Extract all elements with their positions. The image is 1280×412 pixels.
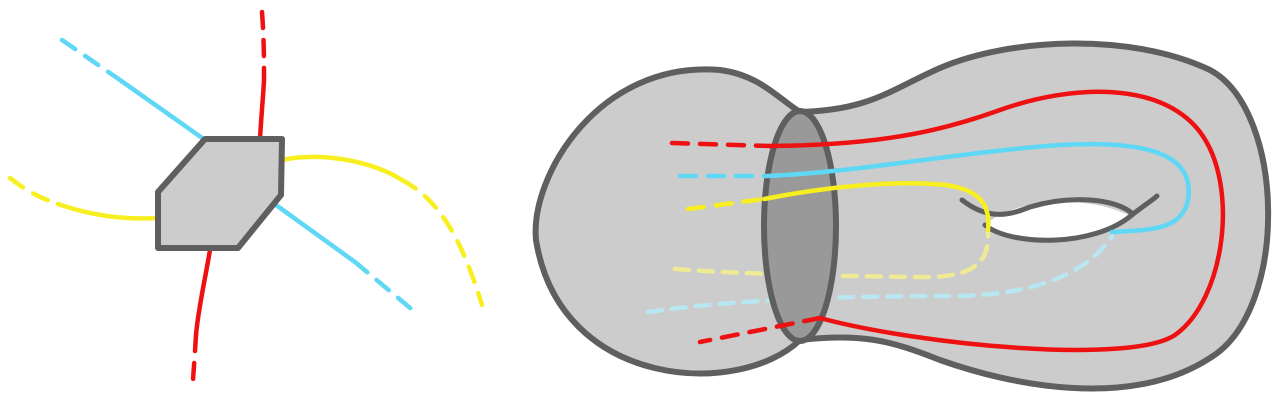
local-junction-panel: [7, 9, 485, 383]
yellow-strand-right-dashed: [399, 177, 485, 308]
yellow-strand-left-solid: [55, 201, 163, 221]
cyan-strand-top-solid: [117, 77, 208, 143]
handle-hole-lower-rim: [982, 211, 1136, 243]
cyan-strand-top-dashed: [59, 37, 123, 83]
boundary-cut: [761, 108, 839, 344]
red-strand-top-solid: [257, 77, 267, 143]
hexagonal-block: [155, 136, 285, 251]
cyan-strand-hidden: [645, 233, 1115, 315]
red-strand-top-dashed: [259, 9, 267, 83]
yellow-strand-right-solid: [279, 154, 405, 183]
cyan-strand-bottom-dashed: [352, 259, 418, 315]
cyan-strand-bottom-solid: [273, 202, 358, 265]
yellow-strand-left-dashed: [7, 175, 61, 207]
red-strand-bottom-dashed: [190, 332, 199, 383]
yellow-strand-dashed: [685, 196, 767, 212]
handle-hole-upper-rim: [959, 193, 1160, 218]
red-strand-upper-solid: [767, 89, 1226, 353]
red-strand-lower-dashed: [697, 315, 823, 345]
cyan-strand-solid: [765, 141, 1191, 235]
red-strand-upper-dashed: [669, 140, 773, 149]
yellow-strand-solid: [761, 181, 991, 233]
red-strand-bottom-solid: [193, 247, 213, 338]
yellow-strand-hidden: [672, 227, 991, 280]
genus-one-surface-panel: [532, 40, 1272, 392]
